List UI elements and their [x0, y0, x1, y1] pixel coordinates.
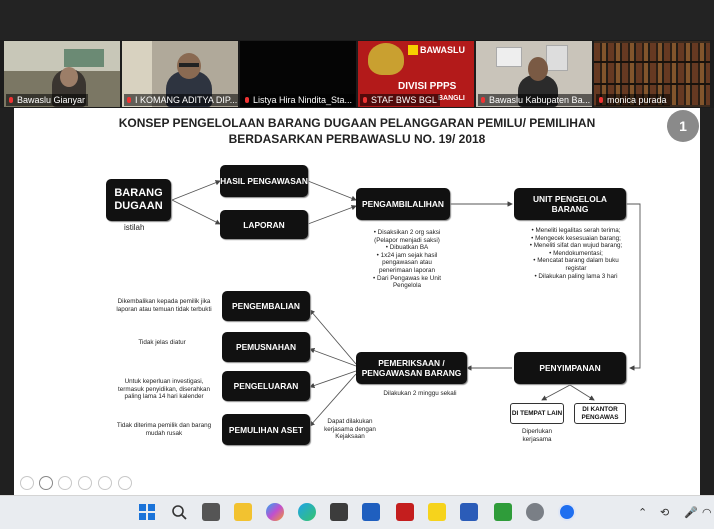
word-icon[interactable] — [460, 503, 478, 521]
copilot-icon[interactable] — [266, 503, 284, 521]
hasil-pengawasan-box: HASIL PENGAWASAN — [220, 165, 308, 197]
pengambilalihan-box: PENGAMBILALIHAN — [356, 188, 450, 220]
pemulihan-aset-box: PEMULIHAN ASET — [222, 414, 310, 445]
mic-muted-icon — [244, 96, 250, 104]
mic-icon[interactable]: 🎤 — [684, 507, 698, 519]
search-icon[interactable] — [170, 503, 188, 521]
participant-name: Bawaslu Kabupaten Ba... — [478, 94, 592, 106]
pemeriksaan-box: PEMERIKSAAN / PENGAWASAN BARANG — [356, 352, 467, 384]
mic-muted-icon — [480, 96, 486, 104]
pengeluaran-note: Untuk keperluan investigasi,termasuk pen… — [117, 378, 211, 401]
flow-arrows — [171, 180, 641, 427]
app-icon[interactable] — [494, 503, 512, 521]
pemusnahan-note: Tidak jelas diatur — [138, 339, 186, 346]
mic-muted-icon — [126, 96, 132, 104]
pemeriksaan-note: Dilakukan 2 minggu sekali — [383, 390, 457, 397]
barang-dugaan-box: BARANG DUGAAN — [106, 179, 171, 221]
next-slide-icon[interactable] — [39, 476, 53, 490]
bawaslu-logo-icon — [408, 45, 418, 55]
di-kantor-pengawas-box: DI KANTOR PENGAWAS — [574, 403, 626, 424]
participant-tile-1[interactable]: Bawaslu Gianyar — [4, 41, 120, 107]
participant-name: Listya Hira Nindita_Sta... — [242, 94, 356, 106]
mail-icon[interactable] — [362, 503, 380, 521]
pen-icon[interactable] — [58, 476, 72, 490]
participant-tile-2[interactable]: I KOMANG ADITYA DIP... — [122, 41, 238, 107]
participant-tile-6[interactable]: monica purada — [594, 41, 710, 107]
tray-chevron-icon[interactable]: ⌃ — [638, 507, 648, 519]
mic-muted-icon — [362, 96, 368, 104]
di-tempat-lain-box: DI TEMPAT LAIN — [510, 403, 564, 424]
shared-slide: KONSEP PENGELOLAAN BARANG DUGAAN PELANGG… — [14, 108, 700, 495]
garuda-emblem — [368, 43, 404, 75]
slide-title-line1: KONSEP PENGELOLAAN BARANG DUGAAN PELANGG… — [118, 116, 596, 130]
edge-icon[interactable] — [298, 503, 316, 521]
wifi-icon[interactable]: ◠ — [702, 507, 712, 519]
pengambilalihan-notes: • Disaksikan 2 org saksi(Pelapor menjadi… — [372, 229, 441, 290]
zoom-in-icon[interactable] — [98, 476, 112, 490]
prev-slide-icon[interactable] — [20, 476, 34, 490]
istilah-label: istilah — [124, 223, 145, 232]
file-explorer-icon[interactable] — [234, 503, 252, 521]
participant-name: I KOMANG ADITYA DIP... — [124, 94, 238, 106]
mic-muted-icon — [598, 96, 604, 104]
laporan-box: LAPORAN — [220, 210, 308, 239]
bawaslu-logo-text: BAWASLU — [420, 45, 465, 55]
page-number-badge: 1 — [667, 110, 699, 142]
pengeluaran-box: PENGELUARAN — [222, 371, 310, 401]
penyimpanan-box: PENYIMPANAN — [514, 352, 626, 384]
participant-name: monica purada — [596, 94, 670, 106]
divisi-sign: DIVISI PPPS — [398, 81, 457, 92]
participant-tile-4[interactable]: BAWASLU DIVISI PPPS BANGLI STAF BWS BGL — [358, 41, 474, 107]
settings-icon[interactable] — [526, 503, 544, 521]
participant-tile-3[interactable]: Listya Hira Nindita_Sta... — [240, 41, 356, 107]
windows-start-icon[interactable] — [138, 503, 156, 521]
windows-taskbar — [0, 495, 714, 529]
pemusnahan-box: PEMUSNAHAN — [222, 332, 310, 362]
zoom-icon[interactable] — [558, 503, 576, 521]
store-icon[interactable] — [330, 503, 348, 521]
participant-tile-5[interactable]: Bawaslu Kabupaten Ba... — [476, 41, 592, 107]
slides-grid-icon[interactable] — [78, 476, 92, 490]
taskview-icon[interactable] — [202, 503, 220, 521]
participant-name: Bawaslu Gianyar — [6, 94, 89, 106]
more-options-icon[interactable] — [118, 476, 132, 490]
unit-pengelola-barang-box: UNIT PENGELOLA BARANG — [514, 188, 626, 220]
sign-sub: BANGLI — [438, 95, 465, 102]
top-bar — [0, 0, 714, 40]
sticky-notes-icon[interactable] — [428, 503, 446, 521]
unit-notes: • Meneliti legalitas serah terima;• Meng… — [529, 227, 623, 280]
security-icon[interactable] — [396, 503, 414, 521]
mic-muted-icon — [8, 96, 14, 104]
camera-icon[interactable]: ⟲ — [660, 507, 670, 519]
pengembalian-box: PENGEMBALIAN — [222, 291, 310, 321]
slide-title-line2: BERDASARKAN PERBAWASLU NO. 19/ 2018 — [228, 132, 486, 146]
participant-name: STAF BWS BGL — [360, 94, 440, 106]
